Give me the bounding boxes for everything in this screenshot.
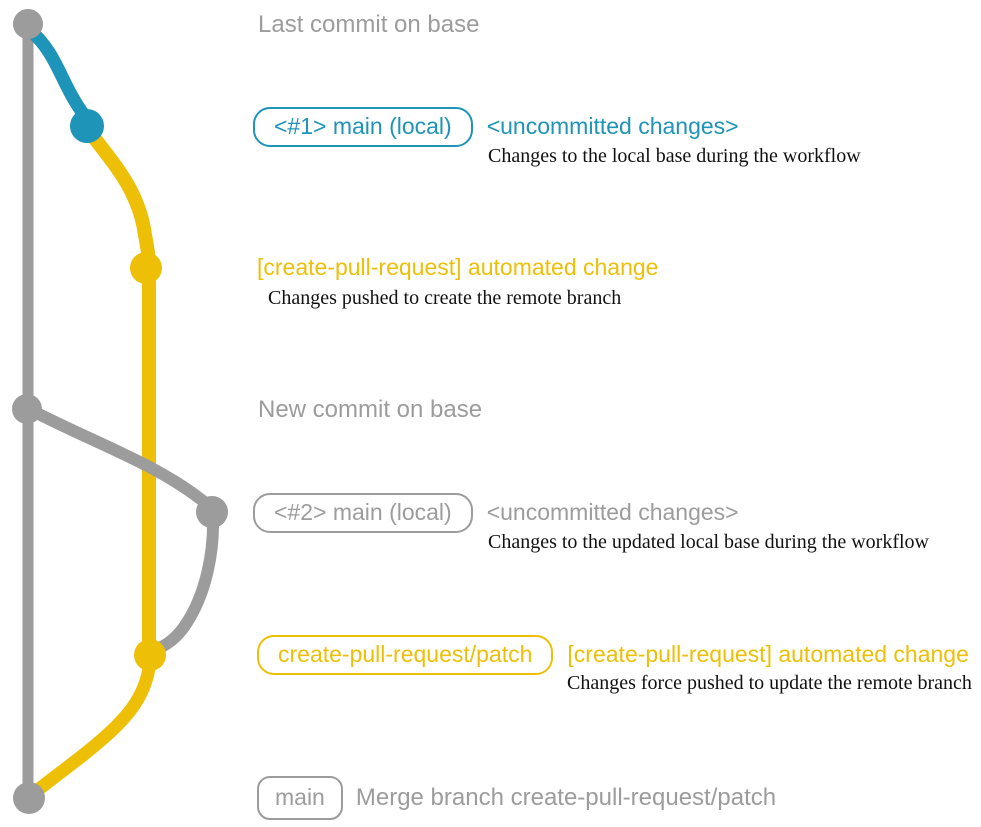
commit-node-automated-change-2 [134, 639, 166, 671]
commit-node-main-local-2 [196, 496, 228, 528]
row-merge-commit: main Merge branch create-pull-request/pa… [257, 776, 776, 820]
row-patch-branch: create-pull-request/patch [create-pull-r… [257, 635, 969, 675]
commit-node-main-local-1 [70, 109, 104, 143]
commit-node-automated-change-1 [130, 252, 162, 284]
git-graph [12, 9, 228, 814]
commit-node-merge [13, 782, 45, 814]
commit-node-last-base [13, 9, 43, 39]
branch-badge-main-local-1: <#1> main (local) [253, 107, 473, 147]
commit-desc-automated-1: Changes pushed to create the remote bran… [268, 287, 622, 309]
commit-title-merge: Merge branch create-pull-request/patch [355, 783, 777, 811]
branch-badge-main-local-2: <#2> main (local) [253, 493, 473, 533]
commit-desc-uncommitted-2: Changes to the updated local base during… [488, 531, 929, 553]
updated-local-main-branch-line [23, 403, 220, 656]
annotation-new-commit: New commit on base [258, 396, 483, 423]
local-main-branch-line [24, 24, 91, 122]
merge-branch-line [23, 653, 157, 803]
row-main-local-2: <#2> main (local) <uncommitted changes> [253, 493, 739, 533]
commit-title-automated-2: [create-pull-request] automated change [567, 641, 969, 668]
commit-title-uncommitted-1: <uncommitted changes> [486, 113, 739, 140]
commit-title-automated-1: [create-pull-request] automated change [257, 254, 659, 280]
row-automated-change-1: [create-pull-request] automated change [257, 254, 658, 281]
commit-desc-uncommitted-1: Changes to the local base during the wor… [488, 145, 861, 167]
patch-branch-line [82, 124, 156, 659]
annotation-last-commit: Last commit on base [258, 11, 480, 38]
commit-node-new-base [12, 394, 42, 424]
row-main-local-1: <#1> main (local) <uncommitted changes> [253, 107, 739, 147]
branch-badge-main: main [257, 776, 343, 820]
branch-badge-patch: create-pull-request/patch [257, 635, 554, 675]
commit-title-uncommitted-2: <uncommitted changes> [486, 499, 739, 526]
commit-desc-automated-2: Changes force pushed to update the remot… [567, 672, 972, 694]
